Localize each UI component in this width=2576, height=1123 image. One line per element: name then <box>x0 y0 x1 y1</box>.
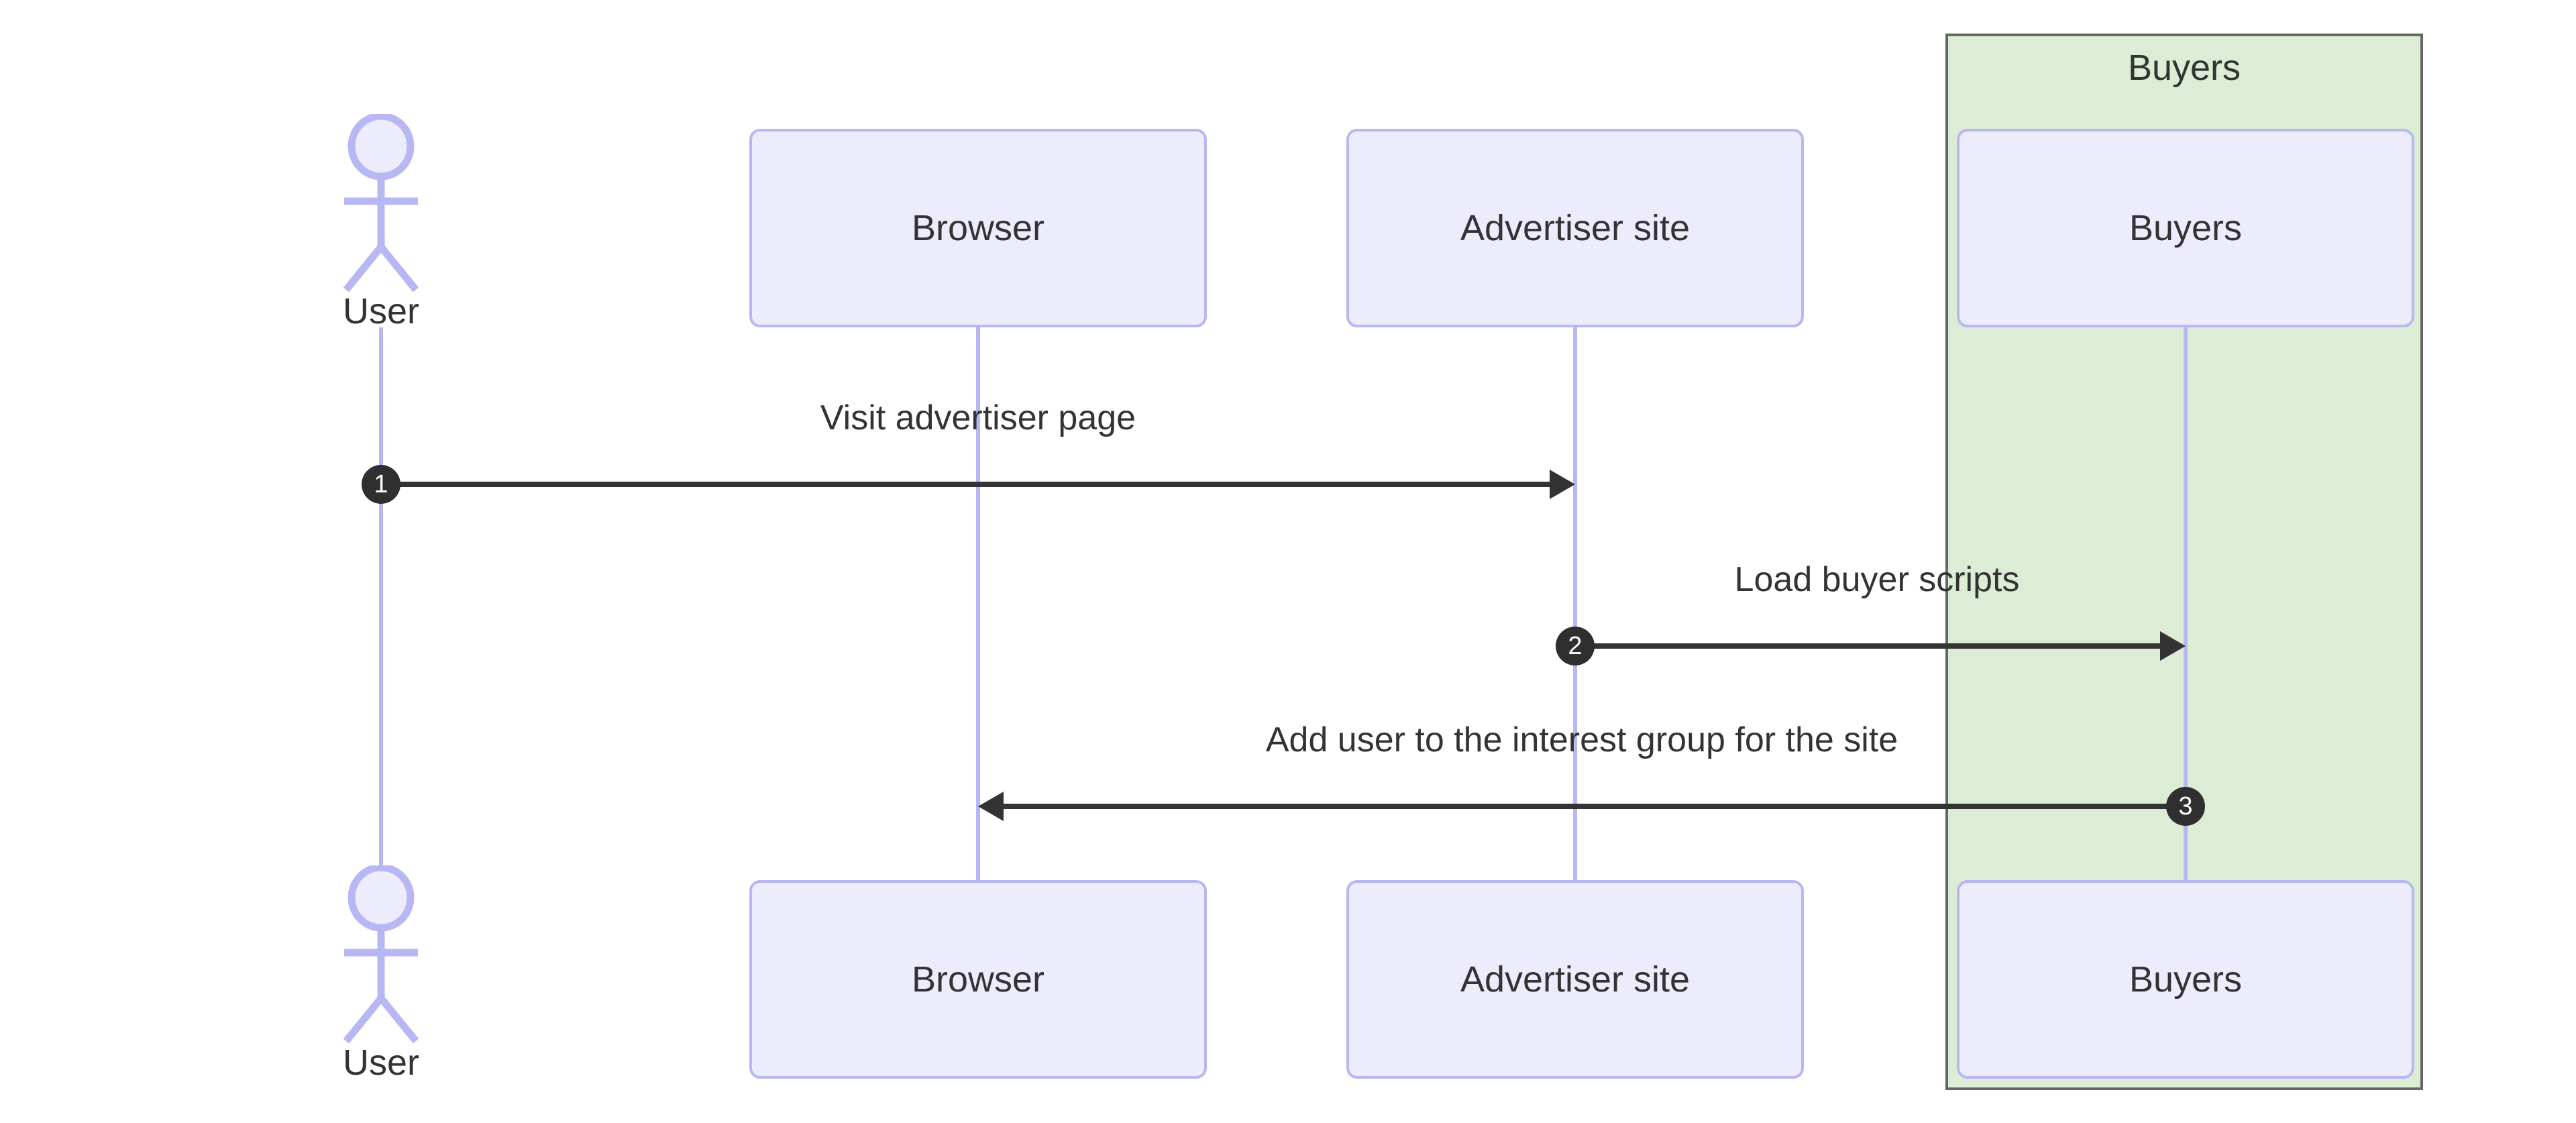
participant-label-advertiser-bottom: Advertiser site <box>1460 959 1690 1000</box>
participant-box-advertiser-top[interactable]: Advertiser site <box>1346 129 1804 327</box>
participant-box-browser-bottom[interactable]: Browser <box>749 880 1207 1079</box>
message-sequence-badge-2: 2 <box>1556 627 1595 665</box>
lifeline-browser <box>976 327 980 880</box>
participant-box-advertiser-bottom[interactable]: Advertiser site <box>1346 880 1804 1079</box>
user-stick-figure-icon <box>343 114 419 292</box>
lifeline-advertiser <box>1573 327 1577 880</box>
participant-label-buyers-bottom: Buyers <box>2129 959 2243 1000</box>
message-arrowhead-3 <box>978 792 1004 821</box>
message-arrowhead-2 <box>2160 631 2186 661</box>
user-stick-figure-icon <box>343 865 419 1044</box>
participant-box-buyers-bottom[interactable]: Buyers <box>1957 880 2414 1079</box>
group-box-label: Buyers <box>2127 48 2241 88</box>
actor-label-user-bottom: User <box>342 1042 419 1083</box>
participant-label-advertiser-top: Advertiser site <box>1460 207 1690 248</box>
actor-user-top[interactable] <box>314 114 448 315</box>
message-label-3: Add user to the interest group for the s… <box>1265 720 1898 759</box>
participant-label-buyers-top: Buyers <box>2129 207 2243 248</box>
actor-user-bottom[interactable] <box>314 865 448 1067</box>
message-label-1: Visit advertiser page <box>820 398 1136 437</box>
message-label-2: Load buyer scripts <box>1734 560 2020 599</box>
message-line-2 <box>1575 643 2160 649</box>
participant-label-browser-top: Browser <box>911 207 1045 248</box>
lifeline-buyers <box>2184 327 2188 880</box>
participant-box-buyers-top[interactable]: Buyers <box>1957 129 2414 327</box>
message-line-1 <box>381 482 1550 487</box>
actor-label-user-top: User <box>342 291 419 331</box>
message-arrowhead-1 <box>1550 470 1575 499</box>
message-line-3 <box>1004 804 2186 809</box>
participant-box-browser-top[interactable]: Browser <box>749 129 1207 327</box>
message-sequence-badge-3: 3 <box>2166 787 2205 826</box>
message-sequence-badge-1: 1 <box>362 465 400 504</box>
participant-label-browser-bottom: Browser <box>911 959 1045 1000</box>
lifeline-user <box>379 327 383 880</box>
